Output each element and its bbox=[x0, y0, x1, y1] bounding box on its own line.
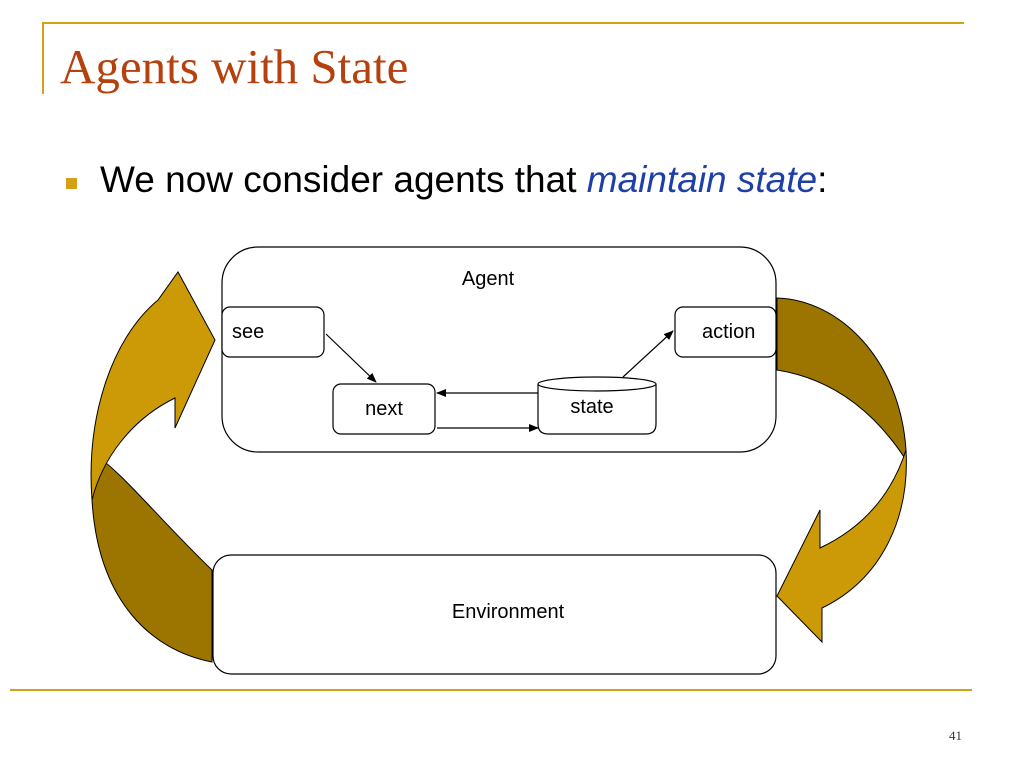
frame-left-rule bbox=[42, 22, 44, 94]
bullet-text: We now consider agents that maintain sta… bbox=[100, 158, 827, 202]
frame-top-rule bbox=[42, 22, 964, 24]
see-node bbox=[221, 306, 325, 358]
footer-rule bbox=[10, 689, 972, 691]
environment-label: Environment bbox=[452, 601, 565, 623]
next-label: next bbox=[365, 398, 403, 420]
state-label: state bbox=[570, 396, 613, 418]
right-feedback-arrow-icon bbox=[776, 297, 907, 644]
left-feedback-arrow-icon bbox=[90, 271, 216, 663]
bullet-prefix: We now consider agents that bbox=[100, 159, 587, 200]
state-store-node bbox=[537, 376, 657, 435]
agent-label: Agent bbox=[462, 268, 515, 290]
action-node bbox=[674, 306, 777, 358]
bullet-suffix: : bbox=[817, 159, 828, 200]
see-label: see bbox=[232, 321, 264, 343]
bullet-emphasis: maintain state bbox=[586, 159, 818, 200]
slide-title: Agents with State bbox=[60, 39, 409, 94]
next-node bbox=[332, 383, 436, 435]
page-number: 41 bbox=[949, 728, 962, 743]
see-to-next-arrow bbox=[325, 333, 377, 383]
state-to-action-arrow bbox=[622, 330, 674, 378]
square-bullet-icon bbox=[66, 178, 77, 189]
action-label: action bbox=[702, 321, 755, 343]
environment-box bbox=[212, 554, 777, 675]
